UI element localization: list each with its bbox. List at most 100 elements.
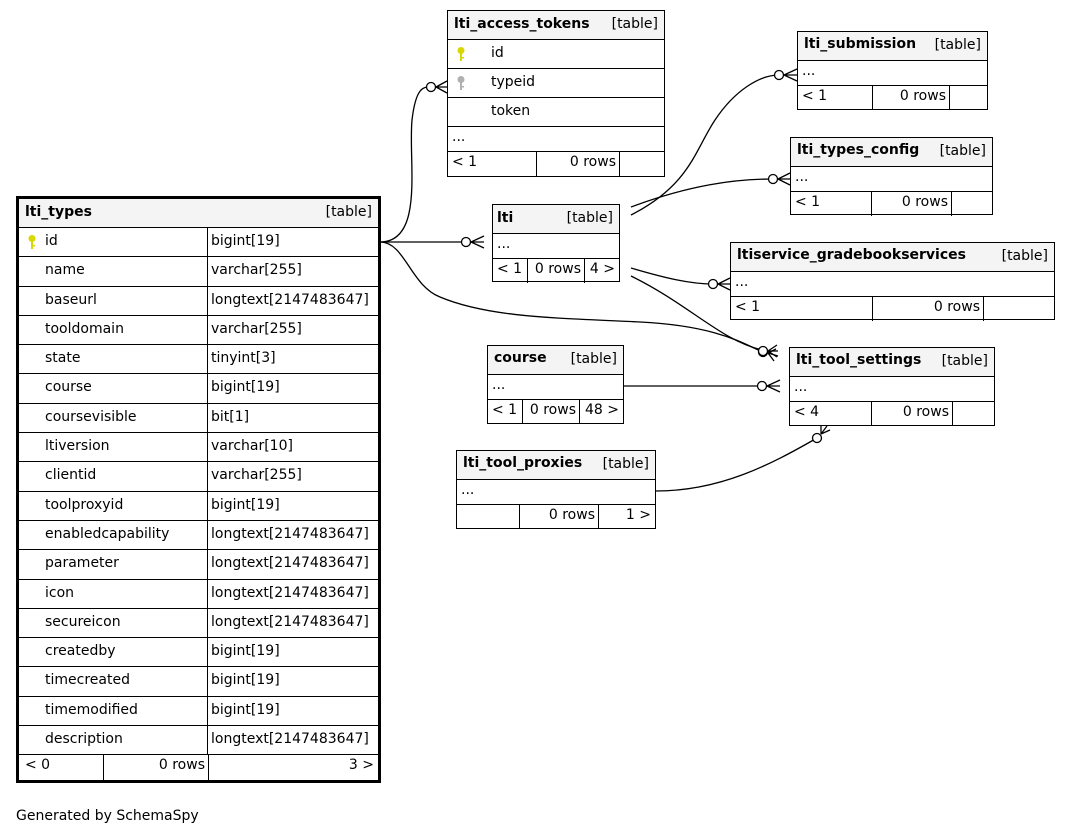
- table-ltiservice-gradebookservices[interactable]: ltiservice_gradebookservices [table] ...…: [730, 242, 1055, 321]
- table-lti-access-tokens[interactable]: lti_access_tokens [table] id typeid toke…: [447, 10, 665, 177]
- table-header: lti_tool_settings [table]: [790, 348, 994, 377]
- parents-link[interactable]: < 1: [492, 402, 518, 418]
- column-row: course bigint[19]: [19, 374, 378, 404]
- column-type: longtext[2147483647]: [211, 525, 369, 542]
- table-footer: < 1 0 rows: [448, 152, 664, 176]
- column-type: bigint[19]: [211, 379, 280, 396]
- table-lti[interactable]: lti [table] ... < 1 0 rows 4 >: [492, 204, 620, 283]
- column-name: createdby: [45, 643, 116, 660]
- ellipsis-row: ...: [790, 377, 994, 402]
- ellipsis-row: ...: [457, 480, 655, 505]
- table-name[interactable]: lti_submission: [804, 36, 917, 52]
- column-type: longtext[2147483647]: [211, 291, 369, 308]
- table-course[interactable]: course [table] ... < 1 0 rows 48 >: [487, 345, 624, 424]
- column-name: parameter: [45, 555, 119, 572]
- table-lti-tool-proxies[interactable]: lti_tool_proxies [table] ... 0 rows 1 >: [456, 450, 656, 529]
- table-header: course [table]: [488, 346, 623, 375]
- column-row: createdby bigint[19]: [19, 638, 378, 668]
- ellipsis-text: ...: [461, 482, 475, 498]
- column-type: varchar[255]: [211, 262, 302, 279]
- row-count: 0 rows: [534, 261, 581, 277]
- column-type: varchar[255]: [211, 320, 302, 337]
- column-divider: [207, 403, 208, 433]
- column-divider: [207, 315, 208, 345]
- children-link[interactable]: 1 >: [625, 507, 651, 523]
- column-type: longtext[2147483647]: [211, 555, 369, 572]
- table-header: lti_access_tokens [table]: [448, 11, 664, 40]
- column-divider: [207, 608, 208, 638]
- relation-line-lti-gradebook: [630, 267, 714, 285]
- row-count: 0 rows: [548, 507, 595, 523]
- table-lti-submission[interactable]: lti_submission [table] ... < 1 0 rows: [797, 31, 988, 110]
- table-header: lti_types [table]: [19, 199, 378, 228]
- children-link[interactable]: 4 >: [589, 261, 615, 277]
- table-name[interactable]: ltiservice_gradebookservices: [737, 247, 966, 263]
- column-divider: [207, 433, 208, 462]
- column-divider: [207, 726, 208, 755]
- column-row: toolproxyid bigint[19]: [19, 491, 378, 521]
- generated-by-footer: Generated by SchemaSpy: [16, 808, 199, 824]
- column-divider: [207, 579, 208, 608]
- column-type: longtext[2147483647]: [211, 731, 369, 748]
- table-tag: [table]: [570, 351, 617, 367]
- table-tag: [table]: [941, 353, 988, 369]
- parents-link[interactable]: < 1: [735, 299, 761, 315]
- table-tag: [table]: [934, 37, 981, 53]
- parents-link[interactable]: < 1: [497, 261, 523, 277]
- parents-link[interactable]: < 1: [452, 154, 478, 170]
- ellipsis-text: ...: [497, 236, 511, 252]
- table-name[interactable]: lti_types_config: [797, 142, 920, 158]
- column-name: course: [45, 379, 92, 396]
- row-count: 0 rows: [158, 757, 205, 774]
- table-header: lti_types_config [table]: [791, 138, 992, 167]
- ellipsis-text: ...: [735, 274, 749, 290]
- column-divider: [207, 696, 208, 726]
- ellipsis-row: ...: [791, 167, 992, 192]
- column-name: clientid: [45, 467, 97, 484]
- table-name[interactable]: course: [494, 350, 547, 366]
- relation-line-lti-types-config: [630, 178, 774, 208]
- table-footer: < 4 0 rows: [790, 402, 994, 426]
- parents-link[interactable]: < 1: [795, 194, 821, 210]
- children-link[interactable]: 48 >: [585, 402, 619, 418]
- table-name[interactable]: lti_types: [25, 204, 92, 220]
- ellipsis-row: ...: [493, 234, 619, 259]
- table-footer: < 1 0 rows: [731, 297, 1054, 321]
- table-name[interactable]: lti_tool_proxies: [463, 455, 583, 471]
- parents-link[interactable]: < 1: [802, 88, 828, 104]
- table-name[interactable]: lti_tool_settings: [796, 352, 922, 368]
- column-type: bigint[19]: [211, 496, 280, 513]
- column-type: bit[1]: [211, 408, 250, 425]
- ellipsis-row: ...: [731, 272, 1054, 297]
- column-type: bigint[19]: [211, 643, 280, 660]
- children-link[interactable]: 3 >: [348, 757, 374, 774]
- table-lti-tool-settings[interactable]: lti_tool_settings [table] ... < 4 0 rows: [789, 347, 995, 426]
- column-row: id: [448, 40, 664, 69]
- table-name[interactable]: lti: [497, 210, 514, 226]
- column-divider: [207, 374, 208, 403]
- ellipsis-text: ...: [802, 63, 816, 79]
- parents-link[interactable]: < 0: [25, 757, 51, 774]
- parents-link[interactable]: < 4: [794, 404, 820, 420]
- foreign-key-icon: [457, 76, 465, 90]
- row-count: 0 rows: [901, 194, 948, 210]
- column-name: toolproxyid: [45, 496, 124, 513]
- table-lti-types-config[interactable]: lti_types_config [table] ... < 1 0 rows: [790, 137, 993, 216]
- column-divider: [207, 667, 208, 696]
- table-tag: [table]: [1001, 248, 1048, 264]
- ellipsis-text: ...: [795, 169, 809, 185]
- column-divider: [207, 462, 208, 491]
- column-name: baseurl: [45, 291, 97, 308]
- table-name[interactable]: lti_access_tokens: [454, 16, 590, 32]
- column-name: secureicon: [45, 613, 121, 630]
- table-tag: [table]: [611, 16, 658, 32]
